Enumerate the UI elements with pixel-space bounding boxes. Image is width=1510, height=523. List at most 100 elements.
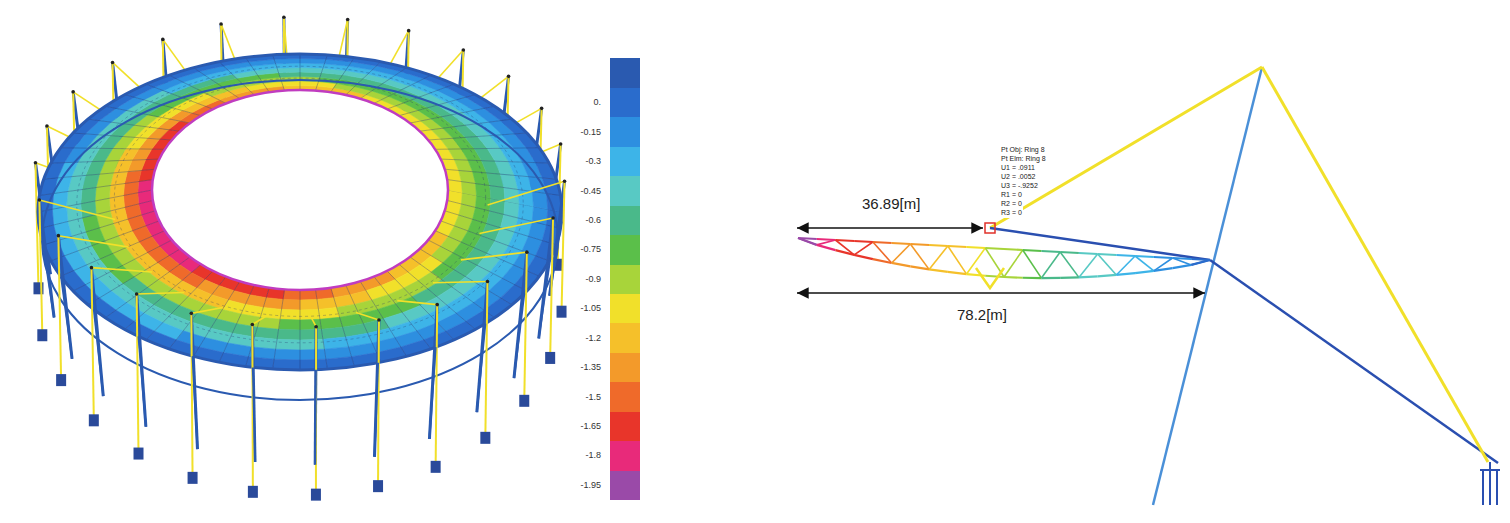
mast-top [190,312,194,316]
strut [539,259,550,339]
back-stay [1262,67,1488,462]
scale-swatch [610,147,640,177]
roof-rib [273,55,285,91]
roof-rib [445,169,557,179]
diagonal [1004,250,1023,277]
back-stay [91,268,93,421]
diagonal [910,244,929,269]
scale-value: -0.45 [580,186,601,197]
footing [134,448,144,460]
top-chord [967,247,986,248]
mast-top [135,292,139,296]
strut [61,277,72,359]
scale-top-band [610,58,640,88]
mast-top [38,198,42,202]
diagonal [1023,250,1042,278]
back-stay [524,252,527,401]
scale-swatch [610,353,640,383]
scale-swatch [610,265,640,295]
scale-value: -1.95 [580,480,601,491]
top-chord [873,242,892,243]
mast-top [219,22,223,26]
bottom-chord [1041,277,1060,279]
roof-panel [282,299,300,310]
diagonal [1041,252,1060,278]
diagonal [798,238,817,245]
back-stay [58,236,61,380]
top-chord [817,239,836,240]
roof-rib [246,288,270,367]
scale-swatch [610,323,640,353]
strut [314,370,317,465]
diagonal [854,242,873,255]
fore-stay [990,67,1262,228]
footing [37,329,47,341]
roof-rib [445,211,557,245]
scale-swatch [610,206,640,236]
diagonal [835,240,854,255]
bottom-chord [1191,260,1210,265]
fore-stay [73,92,139,136]
roof-rib [435,148,539,150]
roof-rib [39,200,152,228]
roof-rib [331,288,355,367]
footing [311,489,321,501]
top-chord [1098,254,1117,255]
scale-value: 0. [593,97,601,108]
top-chord [929,245,948,246]
mast-top [57,234,61,238]
diagonal [929,246,948,269]
bottom-chord [854,255,873,259]
back-stay [562,181,565,311]
scale-swatch [610,88,640,118]
roof-rib [300,290,301,370]
mast-top [251,323,255,327]
mast-top [377,318,381,322]
roof-rib [331,57,355,92]
footing [480,432,490,444]
scale-value: -1.65 [580,421,601,432]
roof-rib [246,57,270,92]
roof-rib [420,119,512,131]
scale-value: -1.05 [580,303,601,314]
roof-rib [315,55,327,91]
mast-top [551,216,555,220]
scale-swatch [610,176,640,206]
scale-value: -0.9 [585,274,601,285]
roof-rib [219,62,254,95]
bottom-chord [892,263,911,266]
diagonal [873,242,892,263]
mast-top [346,18,350,22]
scale-value: -0.6 [585,215,601,226]
roof-rib [51,221,159,261]
bottom-chord [817,245,836,250]
scale-swatch [610,441,640,471]
bottom-chord [1060,276,1079,279]
mast-top [540,107,544,111]
roof-panel [300,309,320,320]
roof-rib [273,289,285,369]
fore-stay [488,181,565,205]
scale-swatch [610,382,640,412]
footing [373,480,383,492]
scale-swatch [610,117,640,147]
bottom-chord [1098,275,1117,276]
fore-stay [252,316,266,324]
back-stay [315,327,317,495]
diagonal [892,244,911,263]
strut [193,356,198,449]
back-stay [436,305,438,467]
fore-stay [58,236,128,247]
diagonal [817,240,836,245]
mast-top [507,75,511,79]
strut [253,367,255,462]
footing [545,352,555,364]
scale-value: -0.3 [585,156,601,167]
mast-top [71,90,75,94]
footing [519,395,529,407]
mast-top [563,179,567,183]
top-chord [948,246,967,247]
roof-panel [61,133,86,148]
roof-rib [61,148,165,150]
